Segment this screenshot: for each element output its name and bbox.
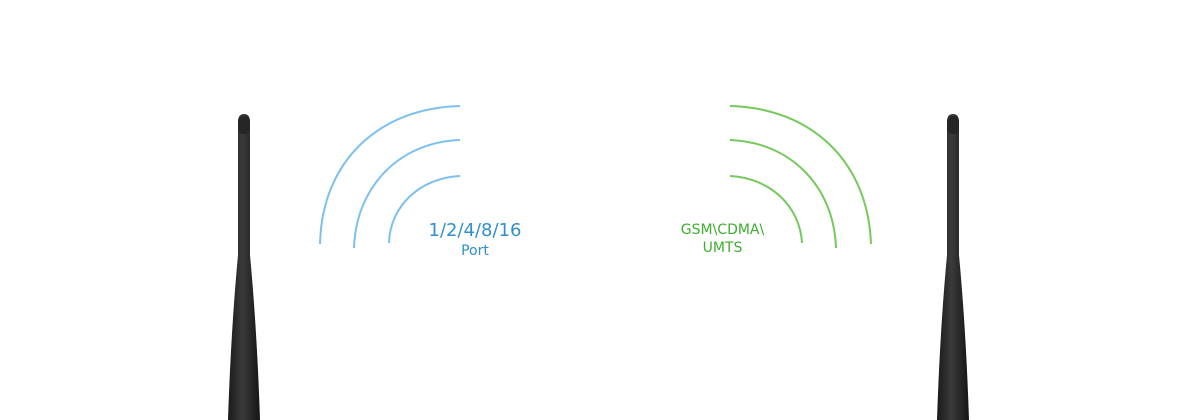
left-antenna-icon [228, 114, 260, 420]
wave-outer [319, 105, 461, 245]
right-signal-subtitle: UMTS [702, 240, 743, 256]
right-signal-title: GSM\CDMA\ [680, 222, 765, 238]
antenna-body [937, 114, 969, 420]
antenna-body [228, 114, 260, 420]
left-signal-subtitle: Port [461, 243, 489, 259]
antenna-tip [947, 116, 959, 134]
wave-inner [729, 175, 803, 244]
wave-middle [353, 139, 461, 249]
wave-inner [388, 175, 461, 244]
left-signal-title: 1/2/4/8/16 [428, 220, 522, 241]
right-signal-label: GSM\CDMA\ UMTS [645, 221, 800, 257]
wave-outer [729, 105, 872, 245]
right-antenna-icon [937, 114, 969, 420]
right-signal-waves-icon [729, 105, 872, 249]
wave-middle [729, 139, 837, 249]
left-signal-label: 1/2/4/8/16 Port [400, 220, 550, 260]
antenna-tip [238, 116, 250, 134]
left-signal-waves-icon [319, 105, 461, 249]
